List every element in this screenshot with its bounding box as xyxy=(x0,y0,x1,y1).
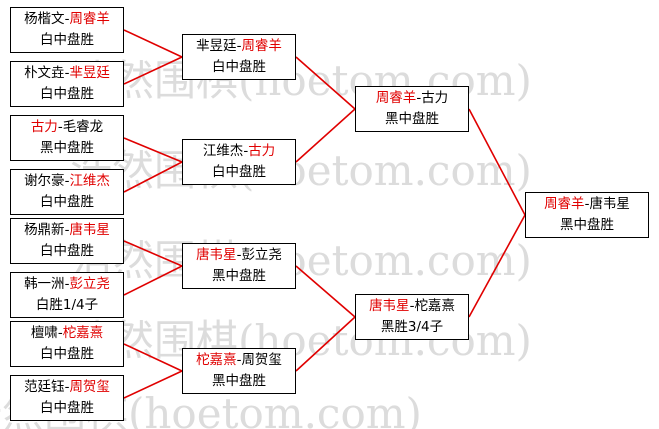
match-result: 白中盘胜 xyxy=(212,59,266,75)
bracket-connector xyxy=(295,56,356,110)
player-name: 韩一洲 xyxy=(24,276,65,292)
player-name: 杨楷文 xyxy=(24,11,65,27)
match-result: 白中盘胜 xyxy=(40,194,94,210)
bracket-connector xyxy=(123,56,183,85)
player-name: 古力 xyxy=(421,90,449,106)
match-box-r2-3: 唐韦星-彭立尧 黑中盘胜 xyxy=(182,243,296,289)
match-box-r1-1: 杨楷文-周睿羊 白中盘胜 xyxy=(10,7,124,53)
match-players: 柁嘉熹-周贺玺 xyxy=(196,352,282,368)
match-result: 黑中盘胜 xyxy=(212,373,266,389)
player-name: 柁嘉熹 xyxy=(62,325,104,341)
match-players: 周睿羊-唐韦星 xyxy=(544,196,630,212)
watermark: 浩然围棋(hoetom.com) xyxy=(70,236,532,285)
match-players: 唐韦星-彭立尧 xyxy=(196,247,282,263)
match-box-r1-2: 朴文垚-芈昱廷 白中盘胜 xyxy=(10,61,124,107)
bracket-connector xyxy=(123,137,183,163)
match-players: 朴文垚-芈昱廷 xyxy=(24,65,110,81)
bracket-connector xyxy=(123,265,183,296)
player-name: 唐韦星 xyxy=(196,247,237,263)
match-result: 黑中盘胜 xyxy=(560,217,614,233)
match-box-r1-4: 谢尔豪-江维杰 白中盘胜 xyxy=(10,169,124,215)
player-name: 唐韦星 xyxy=(589,196,630,212)
match-result: 白中盘胜 xyxy=(40,400,94,416)
match-players: 范廷钰-周贺玺 xyxy=(24,379,110,395)
match-box-r2-4: 柁嘉熹-周贺玺 黑中盘胜 xyxy=(182,348,296,394)
match-players: 檀啸-柁嘉熹 xyxy=(30,325,104,341)
player-name: 古力 xyxy=(30,119,58,135)
player-name: 柁嘉熹 xyxy=(196,352,237,368)
match-players: 芈昱廷-周睿羊 xyxy=(196,38,282,54)
bracket-connector xyxy=(468,108,526,216)
bracket-connector xyxy=(123,161,183,193)
match-result: 白中盘胜 xyxy=(40,346,94,362)
bracket-connector xyxy=(295,108,356,163)
player-name: 谢尔豪 xyxy=(24,173,65,189)
match-players: 周睿羊-古力 xyxy=(375,90,449,106)
match-box-r1-5: 杨鼎新-唐韦星 白中盘胜 xyxy=(10,218,124,264)
watermark: 浩然围棋(hoetom.com) xyxy=(70,146,532,195)
player-name: 江维杰 xyxy=(202,143,244,159)
player-name: 芈昱廷 xyxy=(69,65,110,81)
match-box-r2-1: 芈昱廷-周睿羊 白中盘胜 xyxy=(182,34,296,80)
match-box-r1-7: 檀啸-柁嘉熹 白中盘胜 xyxy=(10,321,124,367)
match-result: 白中盘胜 xyxy=(40,32,94,48)
player-name: 毛睿龙 xyxy=(62,119,104,135)
bracket-connector xyxy=(123,29,183,58)
player-name: 彭立尧 xyxy=(69,276,110,292)
bracket-connector xyxy=(295,316,356,372)
match-result: 白中盘胜 xyxy=(40,243,94,259)
player-name: 芈昱廷 xyxy=(196,38,237,54)
bracket-connector xyxy=(468,214,526,318)
match-box-r1-6: 韩一洲-彭立尧 白胜1/4子 xyxy=(10,272,124,318)
match-box-r2-2: 江维杰-古力 白中盘胜 xyxy=(182,139,296,185)
bracket-connector xyxy=(123,370,183,399)
player-name: 周睿羊 xyxy=(241,38,282,54)
player-name: 朴文垚 xyxy=(24,65,65,81)
player-name: 彭立尧 xyxy=(241,247,282,263)
match-result: 白中盘胜 xyxy=(212,164,266,180)
bracket-connector xyxy=(123,343,183,372)
match-result: 黑中盘胜 xyxy=(212,268,266,284)
match-players: 杨鼎新-唐韦星 xyxy=(24,222,110,238)
match-result: 黑中盘胜 xyxy=(385,111,439,127)
player-name: 周睿羊 xyxy=(544,196,585,212)
match-result: 黑中盘胜 xyxy=(40,140,94,156)
match-box-final: 周睿羊-唐韦星 黑中盘胜 xyxy=(525,192,649,238)
match-result: 白中盘胜 xyxy=(40,86,94,102)
match-players: 江维杰-古力 xyxy=(202,143,276,159)
player-name: 杨鼎新 xyxy=(24,222,65,238)
player-name: 周贺玺 xyxy=(241,352,282,368)
player-name: 周贺玺 xyxy=(69,379,110,395)
player-name: 柁嘉熹 xyxy=(414,298,455,314)
player-name: 唐韦星 xyxy=(369,298,410,314)
match-players: 杨楷文-周睿羊 xyxy=(24,11,110,27)
match-result: 黑胜3/4子 xyxy=(380,319,444,335)
match-players: 唐韦星-柁嘉熹 xyxy=(369,298,455,314)
player-name: 江维杰 xyxy=(69,173,110,189)
match-box-r1-8: 范廷钰-周贺玺 白中盘胜 xyxy=(10,375,124,421)
player-name: 古力 xyxy=(248,143,276,159)
match-box-r3-1: 周睿羊-古力 黑中盘胜 xyxy=(355,86,469,132)
match-players: 古力-毛睿龙 xyxy=(30,119,104,135)
player-name: 周睿羊 xyxy=(375,90,417,106)
match-result: 白胜1/4子 xyxy=(35,297,99,313)
player-name: 周睿羊 xyxy=(69,11,110,27)
match-players: 谢尔豪-江维杰 xyxy=(24,173,110,189)
bracket-connector xyxy=(123,240,183,267)
bracket-connector xyxy=(295,265,356,318)
player-name: 范廷钰 xyxy=(24,379,65,395)
player-name: 唐韦星 xyxy=(69,222,110,238)
match-box-r3-2: 唐韦星-柁嘉熹 黑胜3/4子 xyxy=(355,294,469,340)
player-name: 檀啸 xyxy=(30,325,58,341)
match-players: 韩一洲-彭立尧 xyxy=(24,276,110,292)
match-box-r1-3: 古力-毛睿龙 黑中盘胜 xyxy=(10,115,124,161)
